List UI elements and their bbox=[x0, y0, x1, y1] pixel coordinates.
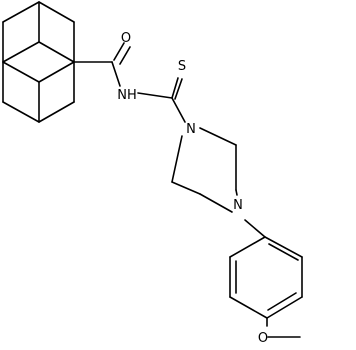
thione-sulfur-label: S bbox=[178, 59, 186, 74]
piperazine-ring bbox=[171, 127, 238, 213]
carbonyl-oxygen-label: O bbox=[121, 31, 131, 46]
piperazine-n1-label: N bbox=[186, 122, 196, 137]
methoxy-oxygen-label: O bbox=[258, 331, 268, 346]
methoxyphenyl-group bbox=[229, 219, 303, 338]
amide-linkage bbox=[73, 42, 186, 123]
adamantane-cage bbox=[2, 1, 75, 123]
amide-nh-label: NH bbox=[117, 88, 137, 103]
piperazine-n4-label: N bbox=[233, 198, 243, 213]
